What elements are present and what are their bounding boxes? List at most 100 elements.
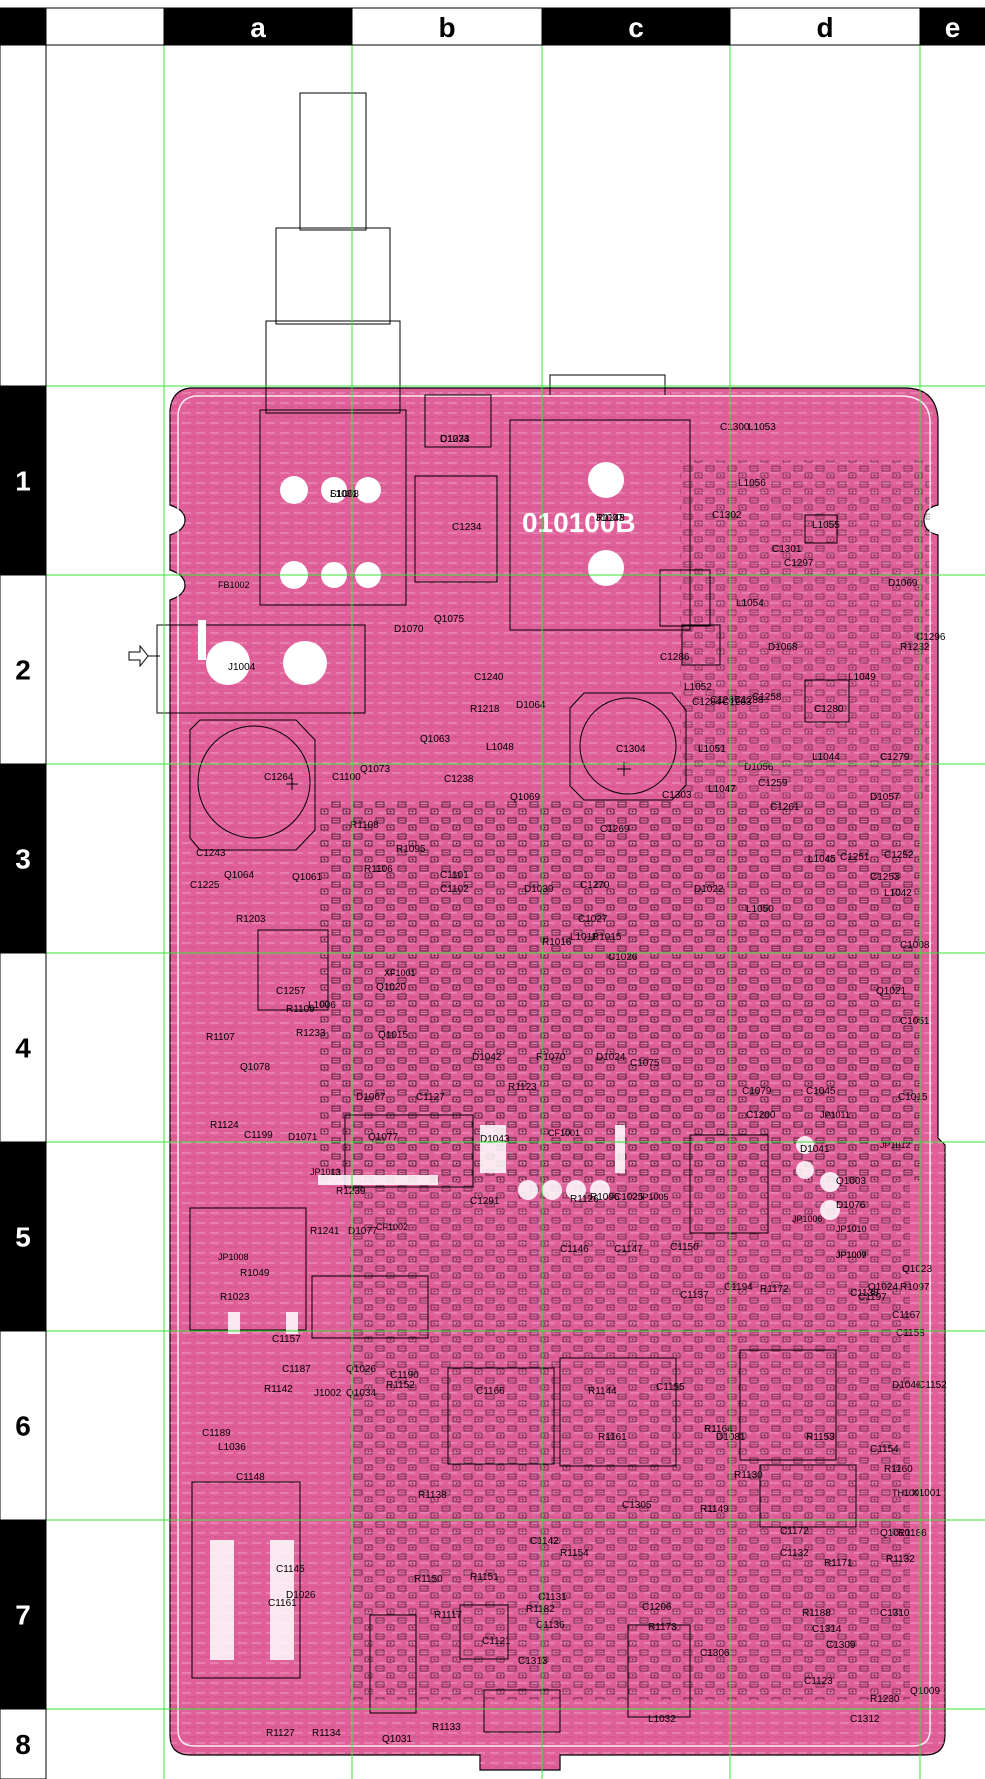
component-ref-label: C1127 bbox=[416, 1092, 445, 1103]
component-ref-label: C1199 bbox=[244, 1130, 273, 1141]
component-ref-label: D1024 bbox=[596, 1052, 626, 1063]
component-ref-label: C1154 bbox=[870, 1444, 899, 1455]
component-ref-label: C1194 bbox=[724, 1282, 753, 1293]
component-ref-label: L1054 bbox=[736, 598, 764, 609]
component-ref-label: C1280 bbox=[814, 704, 844, 715]
component-ref-label: C1187 bbox=[282, 1364, 311, 1375]
component-reference-labels: S1008C1233J1007C1300L1053C1234C1302L1056… bbox=[190, 422, 947, 1745]
component-ref-label: L1031 bbox=[330, 489, 358, 500]
grid-lines bbox=[46, 45, 985, 1779]
component-ref-label: D1076 bbox=[836, 1200, 866, 1211]
component-ref-label: C1206 bbox=[642, 1602, 672, 1613]
component-ref-label: JP1009 bbox=[836, 1250, 867, 1260]
component-ref-label: C1288 bbox=[734, 695, 764, 706]
row-label: 2 bbox=[15, 655, 31, 686]
component-ref-label: C1279 bbox=[880, 752, 910, 763]
row-label: 7 bbox=[15, 1600, 31, 1631]
component-ref-label: TH1001 bbox=[892, 1488, 924, 1498]
row-label: 3 bbox=[15, 844, 31, 875]
component-ref-label: R1160 bbox=[884, 1464, 913, 1475]
column-header-bg bbox=[351, 7, 543, 46]
component-ref-label: C1301 bbox=[772, 544, 802, 555]
component-ref-label: C1270 bbox=[580, 880, 610, 891]
row-header-bg bbox=[0, 385, 47, 576]
component-ref-label: JP1005 bbox=[638, 1192, 669, 1202]
component-ref-label: R1150 bbox=[414, 1574, 443, 1585]
component-ref-label: R1233 bbox=[296, 1028, 326, 1039]
component-ref-label: Q1023 bbox=[902, 1264, 932, 1275]
component-ref-label: JP1013 bbox=[310, 1167, 341, 1177]
component-ref-label: C1258 bbox=[752, 692, 782, 703]
component-ref-label: C1138 bbox=[850, 1288, 879, 1299]
component-ref-label: C1257 bbox=[276, 986, 306, 997]
component-ref-label: C1306 bbox=[700, 1648, 730, 1659]
component-ref-label: J1002 bbox=[314, 1388, 342, 1399]
component-ref-label: R1023 bbox=[220, 1292, 250, 1303]
component-ref-label: L1045 bbox=[808, 854, 836, 865]
component-ref-label: JP1008 bbox=[218, 1252, 249, 1262]
component-ref-label: R1144 bbox=[588, 1386, 617, 1397]
component-ref-label: R1132 bbox=[886, 1554, 915, 1565]
component-ref-label: L1032 bbox=[648, 1714, 676, 1725]
component-ref-label: R1138 bbox=[418, 1490, 447, 1501]
column-label: d bbox=[816, 12, 833, 43]
board-inner-edge bbox=[177, 395, 931, 1747]
component-ref-label: Q1021 bbox=[876, 986, 906, 997]
component-ref-label: C1284 bbox=[692, 697, 722, 708]
component-ref-label: JP1010 bbox=[836, 1224, 867, 1234]
component-ref-label: D1067 bbox=[356, 1092, 386, 1103]
row-label: 6 bbox=[15, 1411, 31, 1442]
component-ref-label: C1102 bbox=[440, 884, 469, 895]
component-ref-label: R1232 bbox=[900, 642, 930, 653]
component-ref-label: D1056 bbox=[744, 762, 774, 773]
component-ref-label: C1252 bbox=[884, 850, 914, 861]
component-ref-label: C1304 bbox=[616, 744, 646, 755]
component-ref-label: R1130 bbox=[734, 1470, 763, 1481]
column-label: b bbox=[438, 12, 455, 43]
component-ref-label: L1049 bbox=[848, 672, 876, 683]
component-ref-label: D1074 bbox=[440, 434, 470, 445]
component-ref-label: Q1069 bbox=[510, 792, 540, 803]
antenna-connector bbox=[259, 92, 407, 606]
component-ref-label: R1117 bbox=[434, 1610, 462, 1621]
component-ref-label: D1070 bbox=[394, 624, 424, 635]
component-ref-label: C1225 bbox=[190, 880, 220, 891]
component-ref-label: C1166 bbox=[476, 1386, 505, 1397]
component-ref-label: R1097 bbox=[900, 1282, 930, 1293]
component-outlines bbox=[189, 394, 857, 1733]
component-ref-label: D1077 bbox=[348, 1226, 378, 1237]
component-ref-label: C1157 bbox=[272, 1334, 301, 1345]
component-ref-label: Q1034 bbox=[346, 1388, 376, 1399]
row-label: 1 bbox=[15, 466, 31, 497]
component-ref-label: JP1006 bbox=[792, 1214, 823, 1224]
component-ref-label: C1286 bbox=[660, 652, 690, 663]
component-ref-label: R1203 bbox=[236, 914, 266, 925]
row-header-bg bbox=[0, 1708, 47, 1779]
component-ref-label: C1287 bbox=[710, 695, 740, 706]
component-ref-label: C1269 bbox=[600, 824, 630, 835]
component-ref-label: R1107 bbox=[206, 1032, 235, 1043]
dense-region-lower bbox=[350, 1180, 910, 1700]
component-ref-label: D1039 bbox=[524, 884, 554, 895]
row-label: 8 bbox=[15, 1729, 31, 1760]
board-part-number: 010100B bbox=[522, 507, 636, 538]
component-ref-label: C1027 bbox=[578, 914, 608, 925]
component-ref-label: C1145 bbox=[276, 1564, 305, 1575]
component-ref-label: Q1003 bbox=[836, 1176, 866, 1187]
component-ref-label: R1172 bbox=[760, 1284, 789, 1295]
component-ref-label: C1238 bbox=[444, 774, 474, 785]
component-ref-label: R1161 bbox=[598, 1432, 627, 1443]
component-ref-label: C1150 bbox=[670, 1242, 699, 1253]
row-label: 4 bbox=[15, 1033, 31, 1064]
component-ref-label: L1044 bbox=[812, 752, 840, 763]
component-ref-label: C1309 bbox=[826, 1640, 856, 1651]
component-ref-label: R1230 bbox=[870, 1694, 900, 1705]
component-ref-label: FB1002 bbox=[218, 580, 250, 590]
component-ref-label: L1047 bbox=[708, 784, 736, 795]
component-ref-label: R1218 bbox=[470, 704, 500, 715]
component-ref-label: J1004 bbox=[228, 662, 256, 673]
component-ref-label: L1011 bbox=[570, 932, 598, 943]
component-ref-label: R1134 bbox=[312, 1728, 341, 1739]
